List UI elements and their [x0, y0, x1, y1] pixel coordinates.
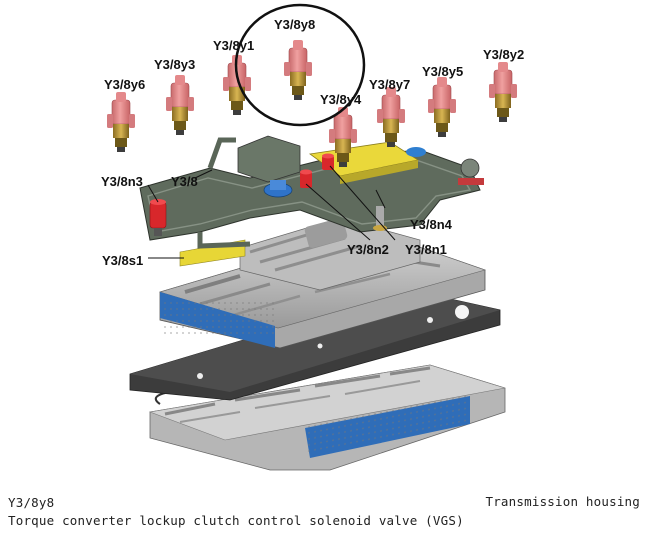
label-y3: Y3/8y3 — [154, 57, 195, 72]
label-n1: Y3/8n1 — [405, 242, 447, 257]
label-y8: Y3/8y8 — [274, 17, 315, 32]
label-n2: Y3/8n2 — [347, 242, 389, 257]
caption: Y3/8y8 Torque converter lockup clutch co… — [8, 494, 464, 530]
label-y5: Y3/8y5 — [422, 64, 463, 79]
label-y6: Y3/8y6 — [104, 77, 145, 92]
speed-sensor-n2 — [300, 169, 312, 188]
label-n3: Y3/8n3 — [101, 174, 143, 189]
caption-description: Torque converter lockup clutch control s… — [8, 513, 464, 528]
electric-control-unit — [139, 135, 484, 249]
caption-code: Y3/8y8 — [8, 495, 55, 510]
lower-valve-body — [148, 364, 506, 471]
solenoid-y2 — [488, 61, 518, 123]
label-y4: Y3/8y4 — [320, 92, 362, 107]
exploded-diagram: Y3/8y6 Y3/8y3 Y3/8y1 Y3/8y8 Y3/8y4 Y3/8y… — [101, 3, 524, 471]
solenoid-y3 — [165, 74, 195, 136]
label-y7: Y3/8y7 — [369, 77, 410, 92]
solenoid-y7 — [376, 86, 406, 148]
solenoid-y6 — [106, 91, 136, 153]
label-n4: Y3/8n4 — [410, 217, 453, 232]
caption-location: Transmission housing — [485, 494, 640, 509]
leader-lines — [147, 165, 396, 259]
label-main: Y3/8 — [171, 174, 198, 189]
speed-sensor-n1 — [322, 153, 334, 170]
solenoid-y8 — [283, 39, 313, 101]
label-y1: Y3/8y1 — [213, 38, 254, 53]
label-y2: Y3/8y2 — [483, 47, 524, 62]
solenoid-y5 — [427, 76, 457, 138]
highlight-circle — [234, 3, 366, 127]
label-s1: Y3/8s1 — [102, 253, 143, 268]
